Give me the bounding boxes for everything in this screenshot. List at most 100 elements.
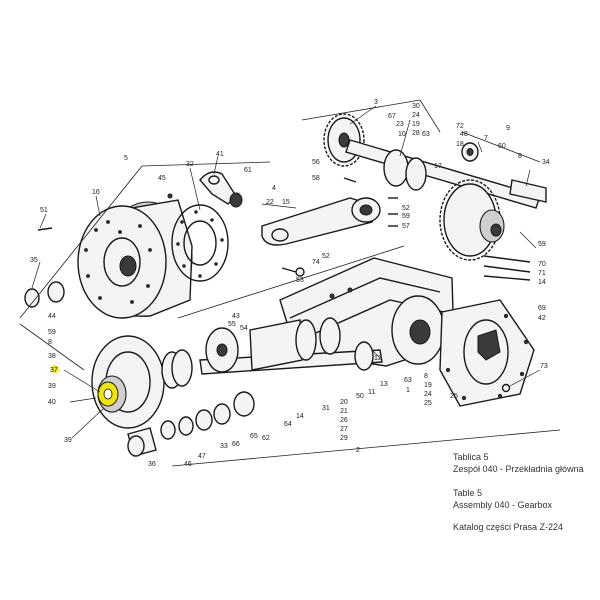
callout-67: 67 bbox=[388, 113, 396, 120]
callout-39: 39 bbox=[48, 383, 56, 390]
callout-74: 74 bbox=[312, 259, 320, 266]
callout-1: 1 bbox=[406, 387, 410, 394]
callout-7: 7 bbox=[484, 135, 488, 142]
callout-59-c: 59 bbox=[48, 329, 56, 336]
bracket-part bbox=[199, 171, 243, 208]
callout-64: 64 bbox=[284, 421, 292, 428]
callout-55: 55 bbox=[228, 321, 236, 328]
callout-39-b: 39 bbox=[64, 437, 72, 444]
caption-table-en: Table 5 bbox=[453, 488, 483, 498]
cover-plate bbox=[439, 299, 535, 407]
callout-11: 11 bbox=[368, 389, 375, 396]
callout-27: 27 bbox=[340, 426, 348, 433]
callout-18: 18 bbox=[456, 141, 464, 148]
callout-30: 30 bbox=[412, 103, 420, 110]
callout-25: 25 bbox=[424, 400, 432, 407]
callout-72: 72 bbox=[456, 123, 464, 130]
callout-36: 36 bbox=[148, 461, 156, 468]
leader-lines bbox=[31, 105, 541, 439]
callout-26: 26 bbox=[340, 417, 348, 424]
caption-catalog: Katalog części Prasa Z-224 bbox=[453, 522, 564, 532]
callout-70: 70 bbox=[538, 261, 546, 268]
callout-42: 42 bbox=[538, 315, 546, 322]
lever-arm bbox=[261, 197, 381, 246]
callout-13: 13 bbox=[380, 381, 388, 388]
callout-73: 73 bbox=[540, 363, 548, 370]
callout-61: 61 bbox=[244, 167, 252, 174]
callout-32: 32 bbox=[186, 161, 194, 168]
callout-58: 58 bbox=[312, 175, 320, 182]
callout-19: 19 bbox=[412, 121, 420, 128]
callout-20: 20 bbox=[340, 399, 348, 406]
callout-31: 31 bbox=[322, 405, 330, 412]
callout-35: 35 bbox=[30, 257, 38, 264]
callout-21: 21 bbox=[340, 408, 348, 415]
callout-57: 57 bbox=[402, 223, 410, 230]
callout-47: 47 bbox=[198, 453, 206, 460]
callout-17: 17 bbox=[434, 163, 442, 170]
caption-assembly-en: Assembly 040 - Gearbox bbox=[453, 500, 553, 510]
callout-52: 52 bbox=[402, 205, 410, 212]
callout-8-b: 8 bbox=[48, 339, 52, 346]
callout-48: 48 bbox=[460, 131, 468, 138]
small-parts bbox=[24, 177, 531, 393]
callout-22: 22 bbox=[266, 199, 274, 206]
callout-53: 53 bbox=[296, 277, 304, 284]
callout-5: 5 bbox=[124, 155, 128, 162]
callout-labels: 3 30 24 19 28 67 23 10 63 72 48 18 9 7 6… bbox=[30, 99, 550, 468]
callout-23: 23 bbox=[396, 121, 404, 128]
callout-24: 24 bbox=[412, 112, 420, 119]
callout-19-b: 19 bbox=[424, 382, 432, 389]
callout-15: 15 bbox=[282, 199, 290, 206]
callout-43: 43 bbox=[232, 313, 240, 320]
callout-16: 16 bbox=[92, 189, 100, 196]
callout-63-b: 63 bbox=[404, 377, 412, 384]
callout-3: 3 bbox=[374, 99, 378, 106]
callout-69: 69 bbox=[538, 305, 546, 312]
flywheel bbox=[77, 199, 193, 319]
callout-24-b: 24 bbox=[424, 391, 432, 398]
callout-8-c: 8 bbox=[424, 373, 428, 380]
callout-56: 56 bbox=[312, 159, 320, 166]
callout-63: 63 bbox=[422, 131, 430, 138]
brake-disc bbox=[171, 204, 229, 282]
callout-52-b: 52 bbox=[322, 253, 330, 260]
callout-62: 62 bbox=[262, 435, 270, 442]
callout-50: 50 bbox=[356, 393, 364, 400]
callout-10: 10 bbox=[398, 131, 406, 138]
main-shaft bbox=[199, 317, 383, 375]
callout-2: 2 bbox=[356, 447, 360, 454]
callout-54: 54 bbox=[240, 325, 248, 332]
callout-28: 28 bbox=[412, 130, 420, 137]
callout-51: 51 bbox=[40, 207, 48, 214]
callout-59-b: 59 bbox=[538, 241, 546, 248]
callout-9: 9 bbox=[506, 125, 510, 132]
caption-assembly-pl: Zespół 040 - Przekładnia główna bbox=[453, 464, 584, 474]
callout-37: 37 bbox=[50, 367, 58, 374]
callout-12: 12 bbox=[374, 355, 382, 362]
callout-40: 40 bbox=[48, 399, 56, 406]
callout-46: 46 bbox=[184, 461, 192, 468]
callout-14-b: 14 bbox=[296, 413, 304, 420]
callout-8: 8 bbox=[518, 153, 522, 160]
caption-table-pl: Tablica 5 bbox=[453, 452, 489, 462]
callout-44: 44 bbox=[48, 313, 56, 320]
highlighted-ring bbox=[51, 365, 119, 407]
bearing-stack bbox=[127, 391, 255, 457]
callout-34: 34 bbox=[542, 159, 550, 166]
callout-59: 59 bbox=[402, 213, 410, 220]
callout-45: 45 bbox=[158, 175, 166, 182]
callout-33: 33 bbox=[220, 443, 228, 450]
sprocket bbox=[323, 113, 365, 167]
callout-66: 66 bbox=[232, 441, 240, 448]
callout-29: 29 bbox=[340, 435, 348, 442]
callout-71: 71 bbox=[538, 270, 546, 277]
callout-60: 60 bbox=[498, 143, 506, 150]
callout-41: 41 bbox=[216, 151, 224, 158]
upper-shaft bbox=[345, 139, 547, 261]
callout-4: 4 bbox=[272, 185, 276, 192]
callout-38: 38 bbox=[48, 353, 56, 360]
callout-65: 65 bbox=[250, 433, 258, 440]
callout-25-b: 25 bbox=[450, 393, 458, 400]
